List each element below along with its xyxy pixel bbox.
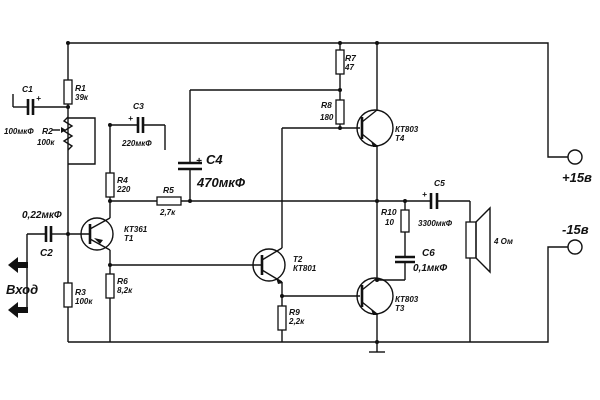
resistor-r7 (335, 49, 345, 75)
bottom-rail-wire (68, 246, 568, 343)
resistor-r5 (156, 196, 182, 206)
t2-type: КТ801 (293, 264, 317, 273)
speaker (465, 221, 477, 259)
t2-name: T2 (293, 255, 303, 264)
input-arrow-bottom[interactable] (8, 302, 28, 318)
r3-name: R3 (75, 287, 86, 297)
r6-value: 8,2к (117, 286, 133, 295)
r8-name: R8 (321, 100, 332, 110)
resistor-r3 (63, 282, 73, 308)
c6-name: C6 (422, 248, 435, 259)
r4-name: R4 (117, 175, 128, 185)
c2-name: C2 (40, 248, 53, 259)
input-label: Вход (6, 282, 38, 297)
r7-value: 47 (344, 63, 354, 72)
r3-value: 100к (75, 297, 93, 306)
r5-value: 2,7к (159, 208, 176, 217)
resistor-r9 (277, 305, 287, 331)
t3-name: T3 (395, 304, 405, 313)
resistor-r4 (105, 172, 115, 198)
r5-name: R5 (163, 185, 174, 195)
c1-value: 100мкФ (4, 127, 34, 136)
r4-value: 220 (116, 185, 131, 194)
r2-value: 100к (37, 138, 55, 147)
input-arrow-top[interactable] (8, 257, 28, 273)
t1-name: T1 (124, 234, 134, 243)
c2-value: 0,22мкФ (22, 210, 62, 221)
r7-name: R7 (345, 53, 357, 63)
plus-sign-c3: + (128, 113, 133, 123)
c5-value: 3300мкФ (418, 219, 453, 228)
r1-value: 39к (75, 93, 89, 102)
c3-name: C3 (133, 101, 144, 111)
plus-supply-label: +15в (562, 170, 592, 185)
c4-value: 470мкФ (196, 175, 246, 190)
c5-name: C5 (434, 178, 445, 188)
t4-name: T4 (395, 134, 405, 143)
r9-value: 2,2к (288, 317, 305, 326)
plus-sign-c1: + (36, 93, 41, 103)
c3-value: 220мкФ (121, 139, 152, 148)
minus-terminal[interactable] (567, 239, 583, 255)
minus-supply-label: -15в (562, 222, 589, 237)
r6-name: R6 (117, 276, 128, 286)
resistor-r8 (335, 99, 345, 125)
resistor-r6 (105, 273, 115, 299)
resistor-r10 (400, 209, 410, 233)
plus-sign-c4: + (196, 156, 202, 167)
c6-value: 0,1мкФ (413, 263, 447, 274)
resistor-r1 (63, 79, 73, 105)
r8-value: 180 (320, 113, 334, 122)
top-rail-wire (68, 42, 568, 158)
r10-name: R10 (381, 207, 397, 217)
t4-type: КТ803 (395, 125, 419, 134)
speaker-value: 4 Ом (493, 237, 513, 246)
r1-name: R1 (75, 83, 86, 93)
t1-type: КТ361 (124, 225, 148, 234)
t3-type: КТ803 (395, 295, 419, 304)
r9-name: R9 (289, 307, 300, 317)
c1-name: C1 (22, 84, 33, 94)
r10-value: 10 (385, 218, 394, 227)
plus-sign-c5: + (422, 189, 427, 199)
resistor-r2 (62, 116, 74, 151)
r2-name: R2 (42, 126, 53, 136)
c4-name: C4 (206, 152, 223, 167)
plus-terminal[interactable] (567, 149, 583, 165)
